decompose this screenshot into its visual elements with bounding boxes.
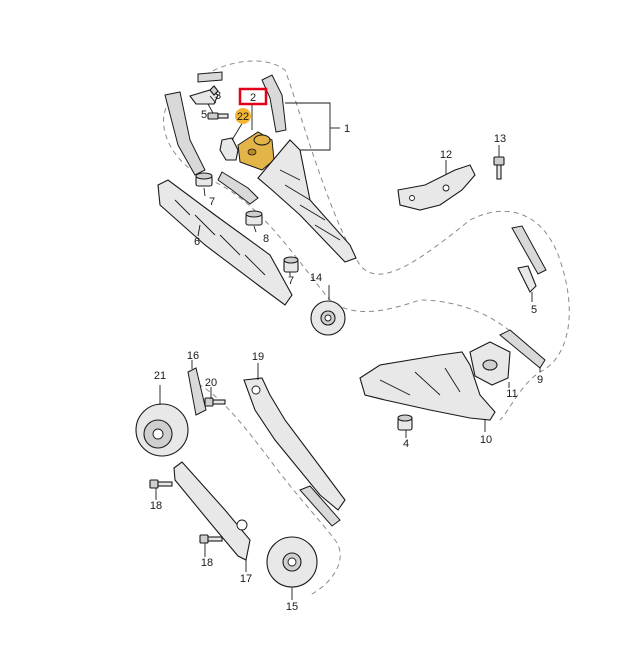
part-2-chain-tensioner bbox=[237, 131, 275, 171]
callout-22-marker bbox=[235, 108, 251, 124]
callout-2-highlight-box[interactable] bbox=[238, 87, 268, 106]
part-3-stud bbox=[209, 85, 219, 96]
callout-6: 6 bbox=[194, 236, 200, 248]
part-9-chain-segment bbox=[499, 329, 546, 369]
part-1-group-bracket bbox=[285, 102, 340, 151]
callout-1: 1 bbox=[344, 123, 350, 135]
callout-7-lower: 7 bbox=[288, 275, 294, 287]
part-17-tensioner-rail bbox=[173, 461, 251, 561]
part-6-chain-guide bbox=[157, 179, 293, 306]
callout-5-lower: 5 bbox=[531, 304, 537, 316]
part-5-guide-rail bbox=[517, 265, 537, 293]
callout-16: 16 bbox=[187, 350, 199, 362]
part-4-stud bbox=[397, 414, 413, 431]
callout-18-lower: 18 bbox=[201, 557, 213, 569]
callout-19: 19 bbox=[252, 351, 264, 363]
callout-22: 22 bbox=[237, 111, 249, 123]
tensioner-rail bbox=[257, 139, 357, 263]
right-chain-segment bbox=[511, 225, 547, 275]
callout-2[interactable]: 2 bbox=[250, 92, 256, 104]
part-7-stud-lower bbox=[283, 256, 299, 273]
part-21-sprocket-assembly bbox=[135, 403, 189, 457]
callout-4: 4 bbox=[403, 438, 409, 450]
callout-11: 11 bbox=[506, 388, 517, 400]
callout-18-upper: 18 bbox=[150, 500, 162, 512]
part-18-bolt-upper bbox=[149, 479, 173, 489]
callout-13: 13 bbox=[494, 133, 506, 145]
part-20-bolt bbox=[204, 397, 226, 407]
callout-7-upper: 7 bbox=[209, 196, 215, 208]
leader-lines bbox=[155, 95, 541, 600]
callout-17: 17 bbox=[240, 573, 252, 585]
callout-3: 3 bbox=[215, 90, 221, 102]
part-7-stud-upper bbox=[195, 172, 213, 187]
part-16-chain bbox=[187, 367, 207, 416]
part-15-crank-sprocket bbox=[266, 536, 318, 588]
part-22-gasket bbox=[219, 137, 239, 161]
callout-9: 9 bbox=[537, 374, 543, 386]
part-14-sprocket bbox=[310, 300, 346, 336]
part-8-stud bbox=[245, 210, 263, 226]
part-11-tensioner-block bbox=[469, 341, 511, 386]
callouts: 1 2 3 4 5 5 6 7 7 8 9 10 11 12 13 14 15 … bbox=[150, 87, 543, 613]
part-13-bolt bbox=[493, 156, 505, 180]
chain-route-outline bbox=[204, 60, 570, 421]
part-5-bolt-upper bbox=[207, 112, 229, 120]
callout-8: 8 bbox=[263, 233, 269, 245]
callout-5-upper: 5 bbox=[201, 109, 207, 121]
chain-route-outline-2 bbox=[163, 99, 521, 341]
part-10-guide-arm bbox=[359, 351, 496, 421]
callout-14: 14 bbox=[310, 272, 322, 284]
callout-10: 10 bbox=[480, 434, 492, 446]
callout-20: 20 bbox=[205, 377, 217, 389]
part-3-bracket bbox=[189, 89, 219, 105]
callout-15: 15 bbox=[286, 601, 298, 613]
callout-12: 12 bbox=[440, 149, 452, 161]
part-19-chain-guide bbox=[243, 377, 346, 511]
upper-timing-chain bbox=[164, 71, 287, 205]
part-12-bracket bbox=[397, 164, 476, 211]
part-18-bolt-lower bbox=[199, 534, 223, 544]
lower-timing-chain bbox=[299, 485, 341, 527]
chain-route-outline-3 bbox=[189, 379, 341, 596]
callout-21: 21 bbox=[154, 370, 166, 382]
tensioner-rail-ribs bbox=[279, 169, 341, 241]
